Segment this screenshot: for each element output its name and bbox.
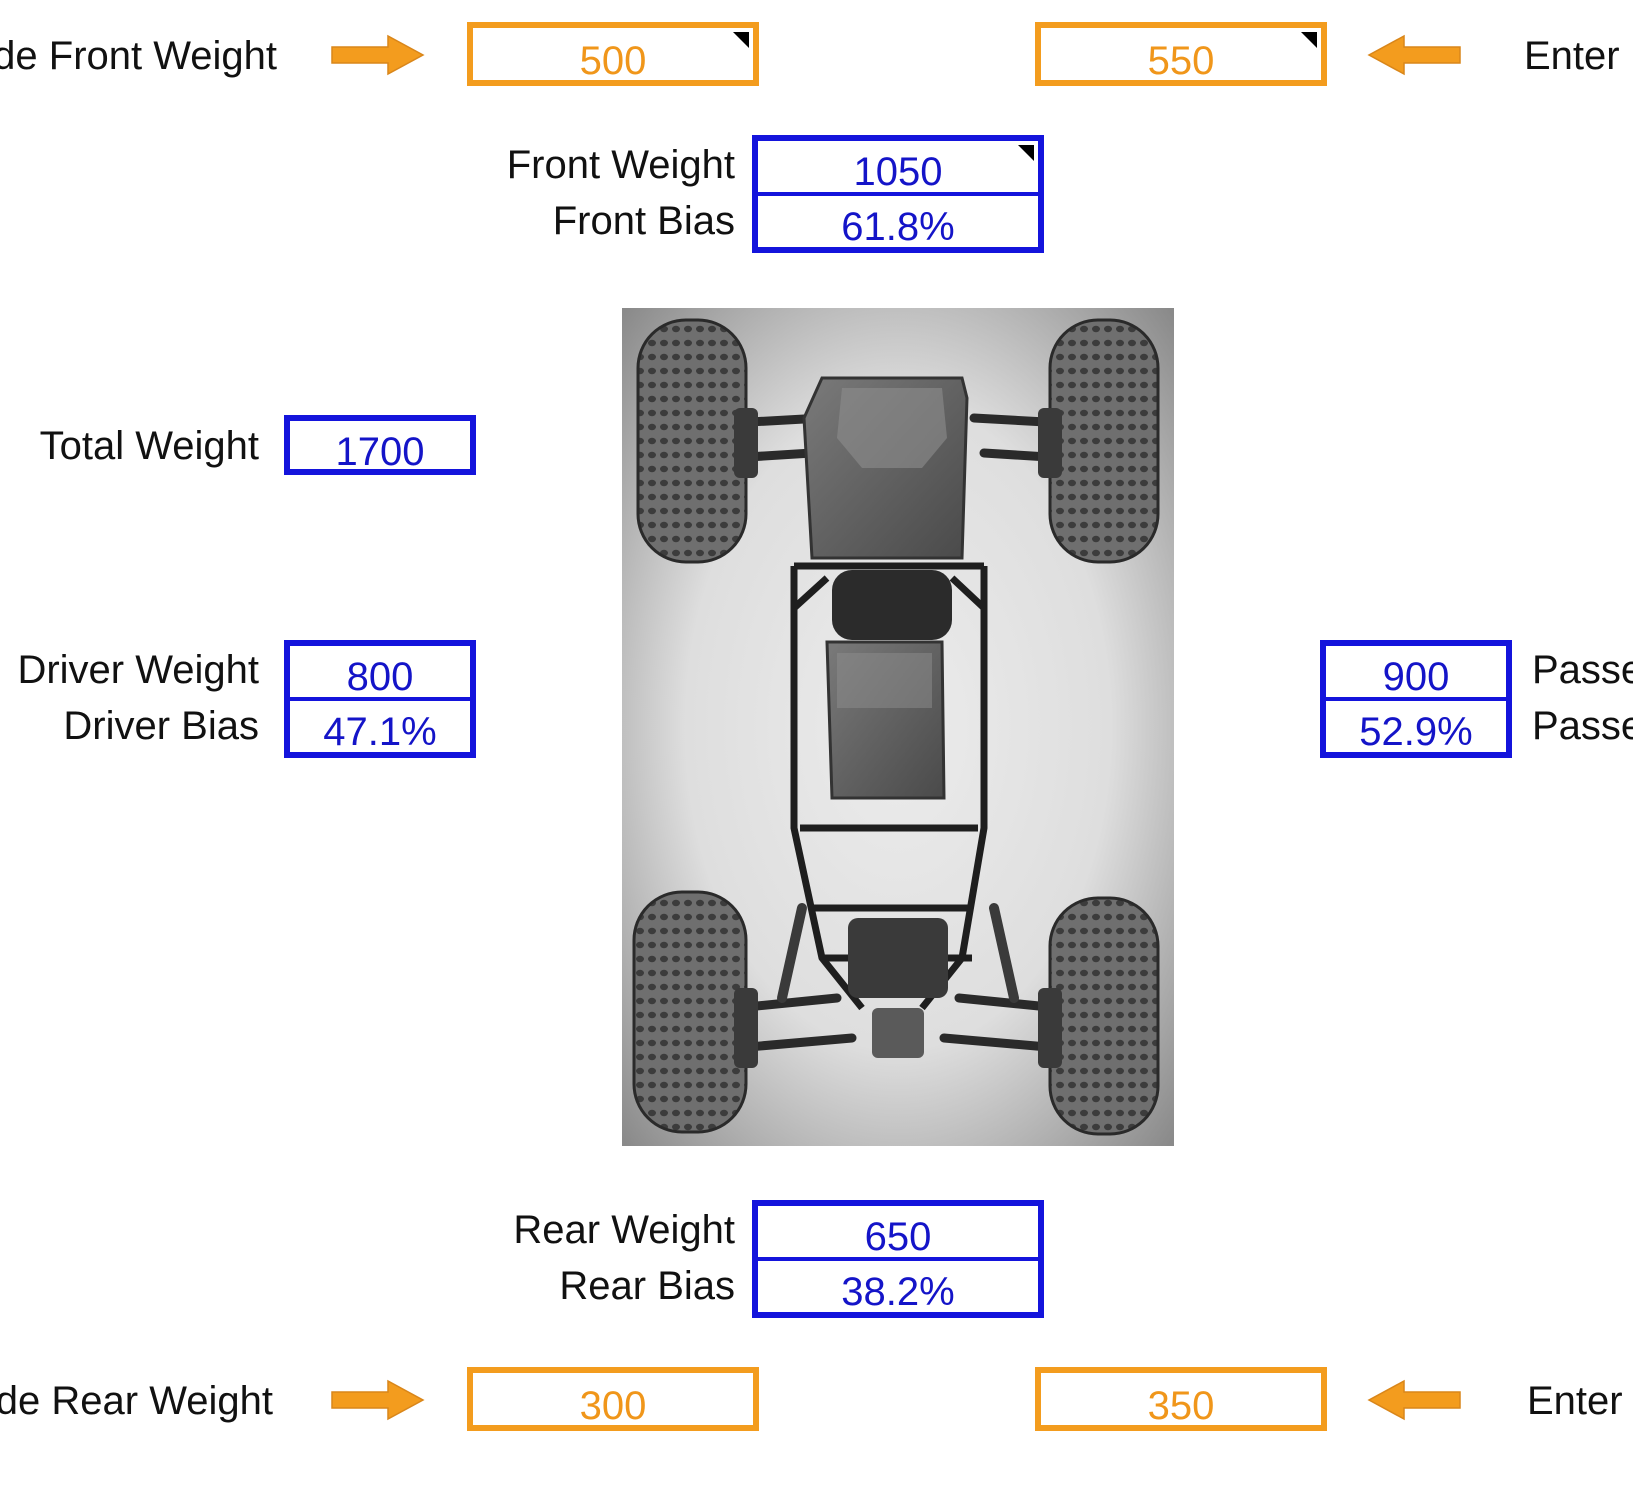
- rear-bias-output: 38.2%: [752, 1258, 1044, 1318]
- rear-weight-output: 650: [752, 1200, 1044, 1260]
- driver-weight-output: 800: [284, 640, 476, 700]
- rear-right-weight-label: Enter: [1527, 1379, 1623, 1423]
- driver-bias-value: 47.1%: [323, 710, 437, 754]
- front-left-weight-input[interactable]: 500: [467, 22, 759, 86]
- front-bias-output: 61.8%: [752, 193, 1044, 253]
- passenger-bias-label: Passe: [1532, 704, 1633, 748]
- arrow-left-icon: [1367, 1379, 1461, 1421]
- arrow-left-icon: [1367, 34, 1461, 76]
- rear-left-weight-value: 300: [579, 1384, 647, 1428]
- driver-weight-label: Driver Weight: [17, 648, 259, 692]
- total-weight-output: 1700: [284, 415, 476, 475]
- rear-weight-value: 650: [864, 1215, 932, 1259]
- total-weight-label: Total Weight: [39, 424, 259, 468]
- total-weight-value: 1700: [335, 430, 425, 474]
- front-left-weight-value: 500: [579, 39, 647, 83]
- rear-bias-value: 38.2%: [841, 1270, 955, 1314]
- passenger-weight-label: Passe: [1532, 648, 1633, 692]
- front-right-weight-input[interactable]: 550: [1035, 22, 1327, 86]
- front-left-weight-label: ide Front Weight: [0, 34, 277, 78]
- driver-bias-label: Driver Bias: [63, 704, 259, 748]
- rear-left-weight-input[interactable]: 300: [467, 1367, 759, 1431]
- front-weight-output: 1050: [752, 135, 1044, 195]
- driver-bias-output: 47.1%: [284, 698, 476, 758]
- front-right-weight-label: Enter: [1524, 34, 1620, 78]
- rc-car-chassis-photo: [622, 308, 1174, 1146]
- arrow-right-icon: [331, 34, 425, 76]
- comment-indicator-icon: [1018, 145, 1034, 161]
- front-bias-label: Front Bias: [552, 199, 735, 243]
- front-right-weight-value: 550: [1147, 39, 1215, 83]
- front-weight-value: 1050: [853, 150, 943, 194]
- rear-right-weight-value: 350: [1147, 1384, 1215, 1428]
- passenger-weight-output: 900: [1320, 640, 1512, 700]
- front-bias-value: 61.8%: [841, 205, 955, 249]
- rear-bias-label: Rear Bias: [559, 1264, 735, 1308]
- comment-indicator-icon: [733, 32, 749, 48]
- front-weight-label: Front Weight: [506, 143, 735, 187]
- passenger-bias-output: 52.9%: [1320, 698, 1512, 758]
- rear-right-weight-input[interactable]: 350: [1035, 1367, 1327, 1431]
- passenger-weight-value: 900: [1382, 655, 1450, 699]
- rear-left-weight-label: ide Rear Weight: [0, 1379, 273, 1423]
- passenger-bias-value: 52.9%: [1359, 710, 1473, 754]
- driver-weight-value: 800: [346, 655, 414, 699]
- comment-indicator-icon: [1301, 32, 1317, 48]
- arrow-right-icon: [331, 1379, 425, 1421]
- rear-weight-label: Rear Weight: [513, 1208, 735, 1252]
